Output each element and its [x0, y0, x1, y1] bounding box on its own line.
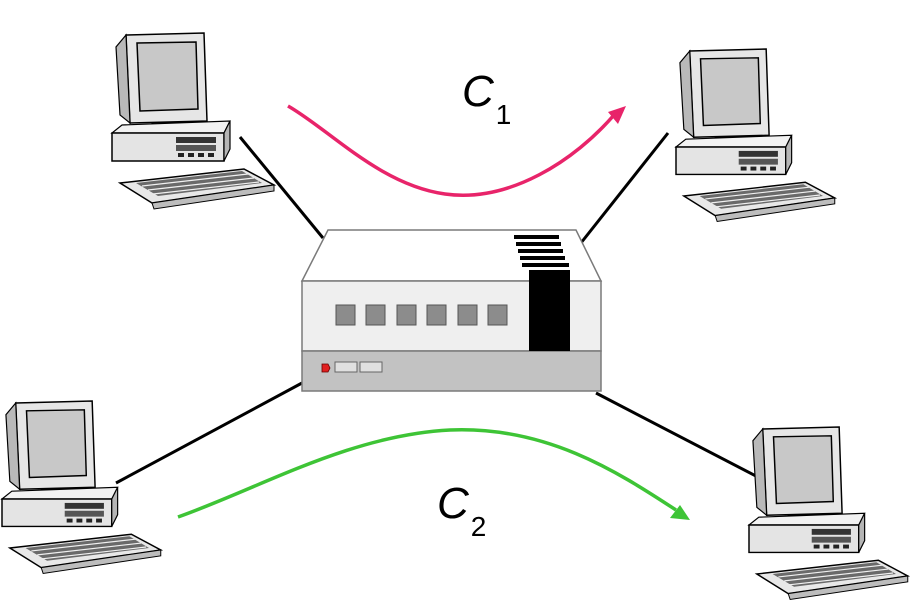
computer-bottom-right	[748, 426, 909, 601]
switch-icon	[300, 229, 603, 392]
port	[426, 304, 447, 326]
computer-top-right	[675, 48, 836, 223]
port	[457, 304, 478, 326]
cable-top-right	[571, 132, 670, 254]
desktop-computer-icon	[111, 32, 275, 210]
label-c2-sub: 2	[470, 511, 487, 542]
desktop-computer-icon	[1, 400, 162, 575]
cable-bottom-left	[115, 381, 303, 485]
label-c1-main: C	[462, 67, 494, 116]
network-switch	[300, 229, 603, 392]
computer-top-left	[111, 32, 275, 210]
label-c2-main: C	[437, 479, 469, 528]
arrowhead-icon	[670, 505, 690, 520]
computer-bottom-left	[1, 400, 162, 575]
port	[487, 304, 508, 326]
label-c1: C1	[462, 67, 511, 129]
flow-arrow-c1	[287, 104, 626, 197]
desktop-computer-icon	[748, 426, 909, 601]
port	[396, 304, 417, 326]
flow-arrow-c2	[177, 428, 690, 520]
desktop-computer-icon	[675, 48, 836, 223]
label-c1-sub: 1	[495, 99, 512, 130]
arrowhead-icon	[608, 106, 626, 124]
cable-top-left	[238, 136, 325, 239]
power-led-icon	[321, 363, 331, 373]
label-c2: C2	[437, 479, 486, 541]
port	[335, 304, 356, 326]
switch-button	[334, 361, 358, 373]
switch-button	[359, 361, 383, 373]
switch-ports	[335, 304, 508, 326]
port	[365, 304, 386, 326]
